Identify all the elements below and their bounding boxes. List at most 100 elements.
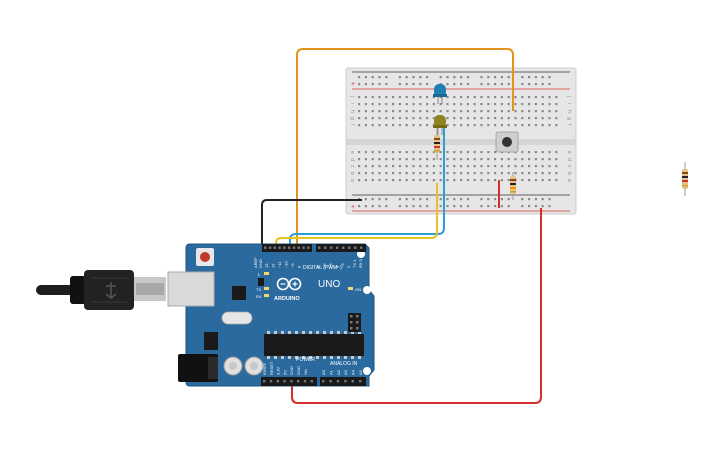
terminal-hole[interactable] [412,172,415,175]
rail-hole[interactable] [364,205,367,208]
terminal-hole[interactable] [466,158,469,161]
terminal-hole[interactable] [392,124,395,127]
terminal-hole[interactable] [480,151,483,154]
terminal-hole[interactable] [507,103,510,106]
terminal-hole[interactable] [426,103,429,106]
pin-hole[interactable] [348,246,351,249]
terminal-hole[interactable] [473,165,476,168]
terminal-hole[interactable] [453,96,456,99]
rail-hole[interactable] [453,76,456,79]
rail-hole[interactable] [446,83,449,86]
terminal-hole[interactable] [494,172,497,175]
terminal-hole[interactable] [432,117,435,120]
rail-hole[interactable] [534,83,537,86]
terminal-hole[interactable] [555,103,558,106]
terminal-hole[interactable] [548,151,551,154]
terminal-hole[interactable] [480,96,483,99]
rail-hole[interactable] [480,83,483,86]
terminal-hole[interactable] [507,179,510,182]
terminal-hole[interactable] [514,124,517,127]
terminal-hole[interactable] [412,179,415,182]
terminal-hole[interactable] [500,165,503,168]
terminal-hole[interactable] [426,96,429,99]
pin-hole[interactable] [264,246,267,249]
rail-hole[interactable] [371,83,374,86]
terminal-hole[interactable] [466,179,469,182]
terminal-hole[interactable] [500,117,503,120]
terminal-hole[interactable] [541,124,544,127]
terminal-hole[interactable] [548,179,551,182]
led-yellow[interactable] [433,115,447,135]
terminal-hole[interactable] [378,179,381,182]
rail-hole[interactable] [487,76,490,79]
terminal-hole[interactable] [385,110,388,113]
arduino-uno[interactable]: L TX RX ON DIGITAL (PWM~) POWER ANALOG I… [167,243,375,387]
terminal-hole[interactable] [412,96,415,99]
terminal-hole[interactable] [398,124,401,127]
rail-hole[interactable] [460,83,463,86]
rail-hole[interactable] [446,198,449,201]
terminal-hole[interactable] [460,124,463,127]
terminal-hole[interactable] [534,151,537,154]
terminal-hole[interactable] [541,110,544,113]
rail-hole[interactable] [364,76,367,79]
terminal-hole[interactable] [521,124,524,127]
terminal-hole[interactable] [426,158,429,161]
terminal-hole[interactable] [392,151,395,154]
rail-hole[interactable] [494,205,497,208]
terminal-hole[interactable] [521,172,524,175]
terminal-hole[interactable] [446,103,449,106]
rail-hole[interactable] [364,198,367,201]
rail-hole[interactable] [412,205,415,208]
terminal-hole[interactable] [473,124,476,127]
terminal-hole[interactable] [514,96,517,99]
terminal-hole[interactable] [439,151,442,154]
terminal-hole[interactable] [541,117,544,120]
terminal-hole[interactable] [541,158,544,161]
terminal-hole[interactable] [473,110,476,113]
rail-hole[interactable] [405,76,408,79]
terminal-hole[interactable] [378,165,381,168]
terminal-hole[interactable] [473,158,476,161]
terminal-hole[interactable] [419,117,422,120]
rail-hole[interactable] [480,205,483,208]
terminal-hole[interactable] [487,96,490,99]
pin-hole[interactable] [302,246,305,249]
rail-hole[interactable] [405,198,408,201]
resistor-pulldown[interactable] [510,172,516,200]
terminal-hole[interactable] [466,110,469,113]
rail-hole[interactable] [446,205,449,208]
terminal-hole[interactable] [378,110,381,113]
terminal-hole[interactable] [385,117,388,120]
terminal-hole[interactable] [378,117,381,120]
terminal-hole[interactable] [541,179,544,182]
terminal-hole[interactable] [398,172,401,175]
terminal-hole[interactable] [371,165,374,168]
terminal-hole[interactable] [412,124,415,127]
terminal-hole[interactable] [419,96,422,99]
terminal-hole[interactable] [521,103,524,106]
terminal-hole[interactable] [358,110,361,113]
usb-b-port[interactable] [167,271,215,307]
terminal-hole[interactable] [460,151,463,154]
rail-hole[interactable] [419,198,422,201]
power-header[interactable] [261,377,317,386]
terminal-hole[interactable] [405,110,408,113]
terminal-hole[interactable] [432,103,435,106]
terminal-hole[interactable] [473,103,476,106]
terminal-hole[interactable] [541,103,544,106]
terminal-hole[interactable] [446,96,449,99]
terminal-hole[interactable] [439,172,442,175]
rail-hole[interactable] [466,76,469,79]
terminal-hole[interactable] [460,96,463,99]
analog-header[interactable] [320,377,366,386]
terminal-hole[interactable] [419,124,422,127]
rail-hole[interactable] [507,205,510,208]
terminal-hole[interactable] [439,158,442,161]
pin-hole[interactable] [324,246,327,249]
terminal-hole[interactable] [500,110,503,113]
terminal-hole[interactable] [555,96,558,99]
terminal-hole[interactable] [507,117,510,120]
terminal-hole[interactable] [555,117,558,120]
rail-hole[interactable] [453,198,456,201]
